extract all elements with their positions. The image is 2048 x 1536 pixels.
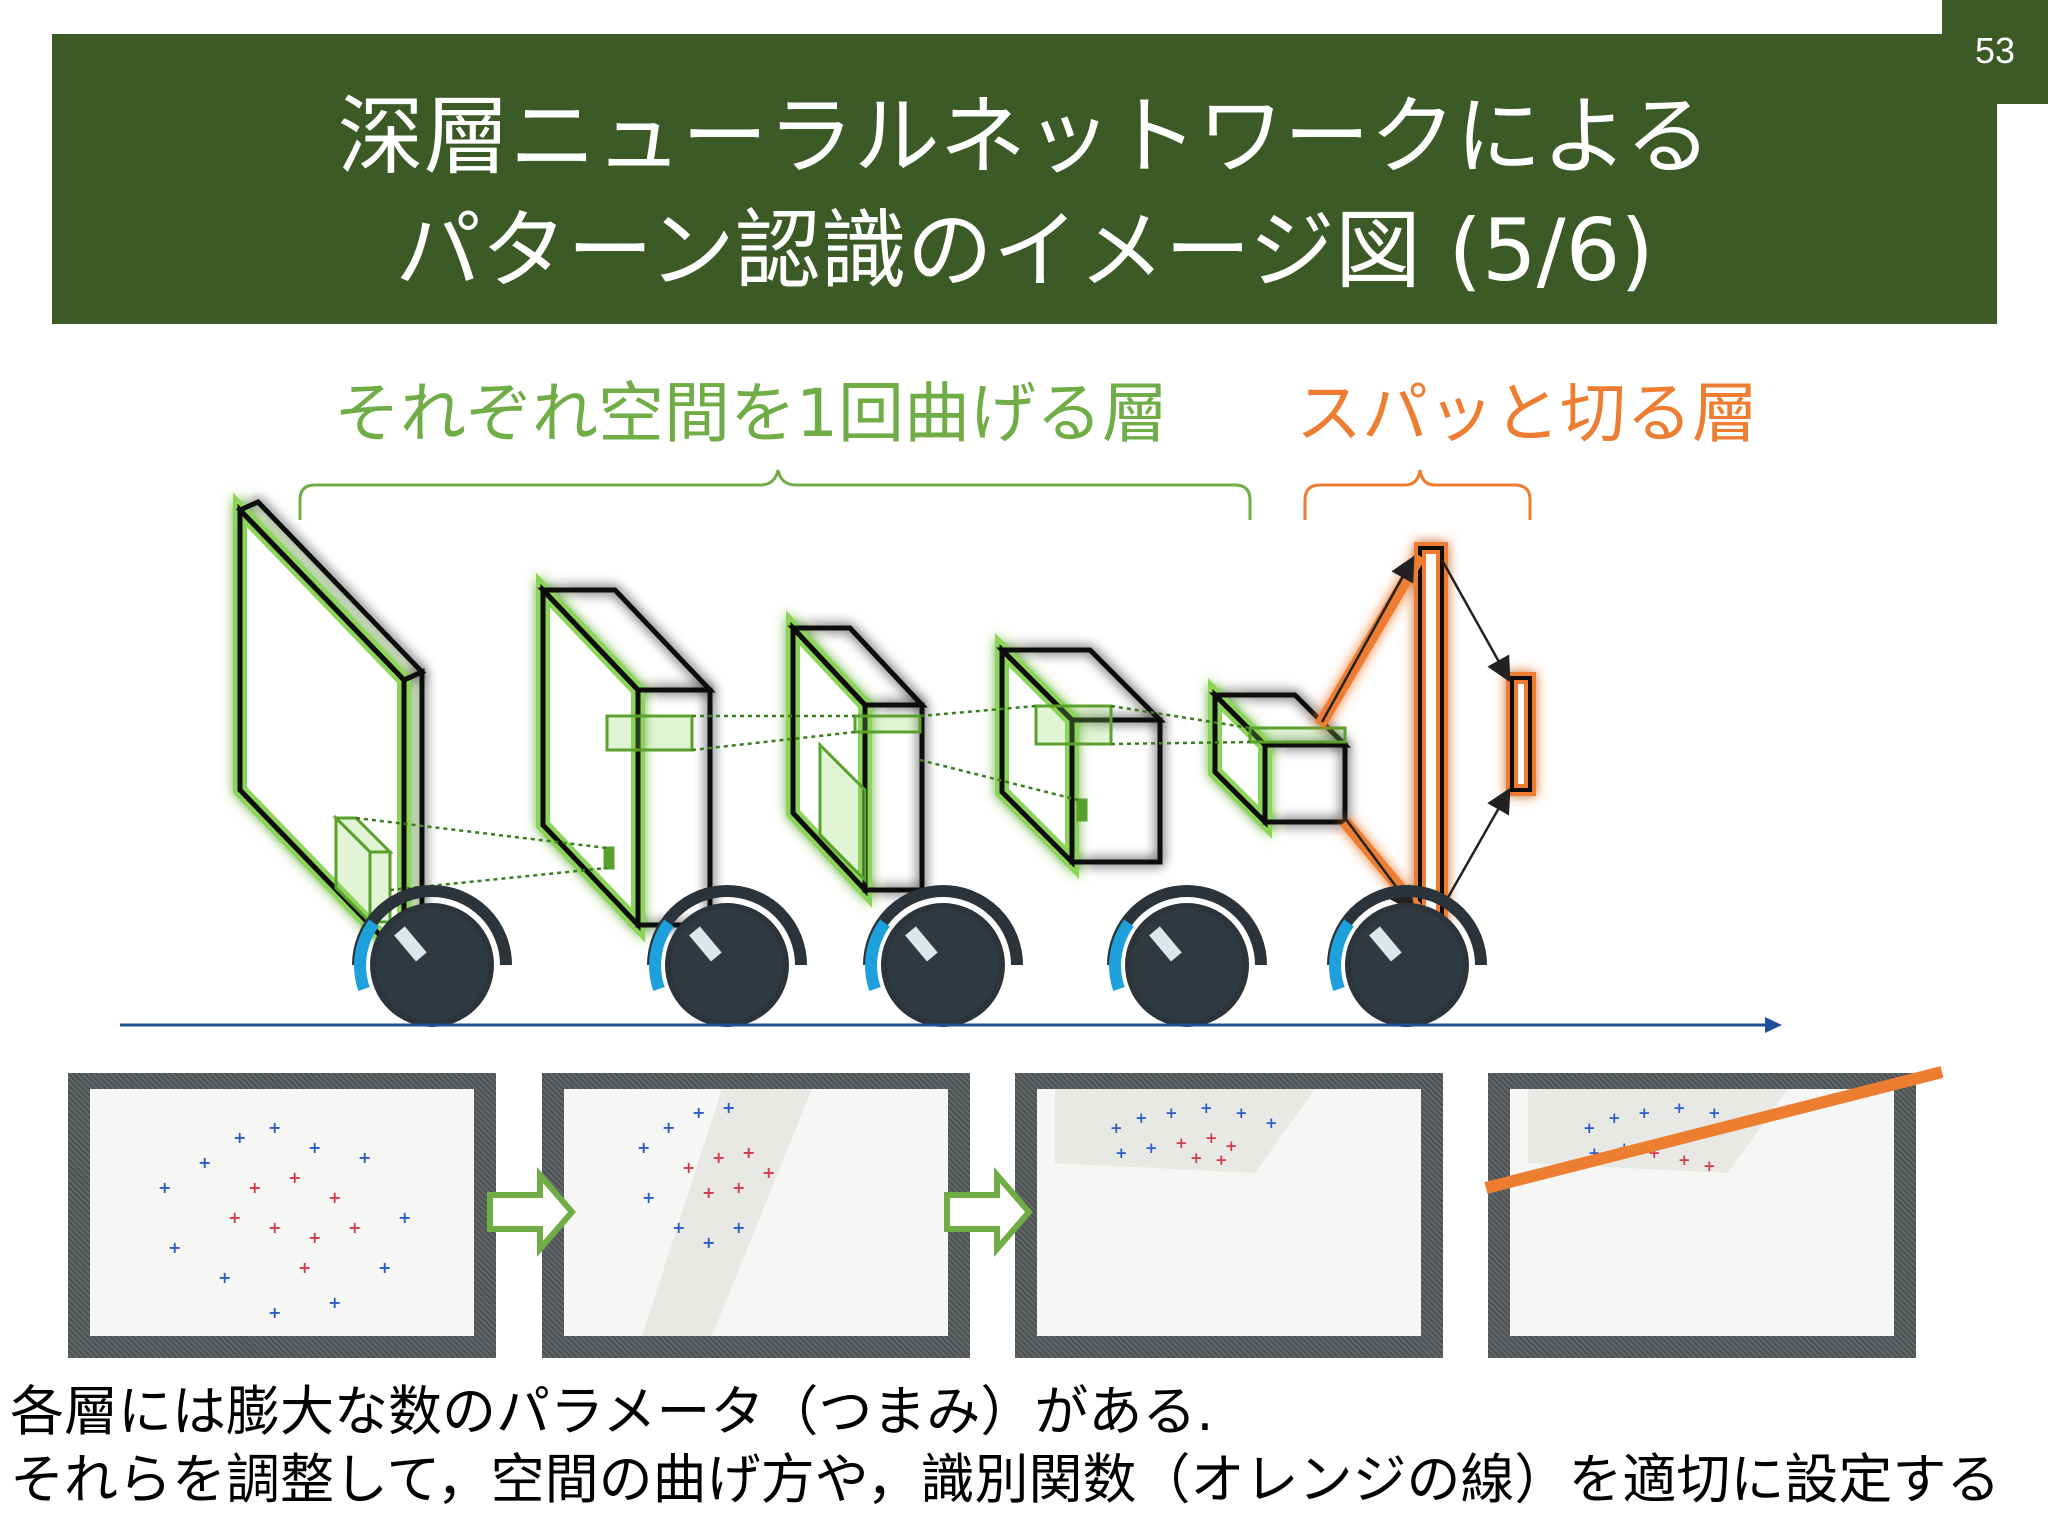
svg-text:+: +	[682, 1158, 695, 1177]
svg-text:+: +	[702, 1183, 715, 1202]
title-bar	[52, 34, 1997, 324]
svg-text:+: +	[358, 1148, 371, 1167]
svg-text:+: +	[218, 1268, 231, 1287]
svg-text:+: +	[1265, 1114, 1278, 1132]
svg-text:+: +	[1145, 1139, 1158, 1157]
paper-sheet	[90, 1089, 474, 1336]
green-brace	[298, 469, 1252, 520]
dial-knob-icon	[863, 885, 1023, 1027]
svg-text:+: +	[672, 1218, 685, 1237]
svg-text:+: +	[308, 1228, 321, 1247]
svg-text:+: +	[328, 1188, 341, 1207]
photo-step-3: +++ +++ ++ +++ ++	[1015, 1073, 1443, 1358]
connection-lines	[355, 704, 1251, 892]
dial-knob-icon	[352, 885, 512, 1027]
photo-step-1: + + + + + + + + + + + + + + + + + + + +	[68, 1073, 496, 1358]
svg-text:+: +	[1115, 1144, 1128, 1162]
svg-text:+: +	[1703, 1157, 1716, 1175]
photo-step-2: + + + + + + + + + + + + + +	[542, 1073, 970, 1358]
svg-text:+: +	[732, 1178, 745, 1197]
bend-layers-label: それぞれ空間を1回曲げる層	[334, 375, 1168, 452]
dial-knob-icon	[1327, 885, 1487, 1027]
svg-text:+: +	[1673, 1099, 1686, 1117]
svg-text:+: +	[1215, 1151, 1228, 1169]
svg-text:+: +	[722, 1098, 735, 1117]
right-arrow-icon	[487, 1166, 576, 1258]
svg-text:+: +	[1708, 1104, 1721, 1122]
svg-text:+: +	[1110, 1119, 1123, 1137]
svg-text:+: +	[692, 1103, 705, 1122]
scatter-marks: +++ +++ ++ +++ ++	[1055, 1089, 1315, 1173]
svg-text:+: +	[378, 1258, 391, 1277]
svg-text:+: +	[268, 1303, 281, 1322]
scatter-marks: + + + + + + + + + + + + + + + + + + + +	[158, 1118, 411, 1322]
svg-text:+: +	[1135, 1109, 1148, 1127]
axis-arrow	[120, 1017, 1782, 1033]
layer-4	[995, 633, 1167, 879]
svg-text:+: +	[662, 1118, 675, 1137]
svg-text:+: +	[308, 1138, 321, 1157]
svg-text:+: +	[1638, 1104, 1651, 1122]
page-number: 53	[1974, 30, 2016, 71]
svg-text:+: +	[1175, 1134, 1188, 1152]
svg-text:+: +	[1225, 1137, 1238, 1155]
svg-text:+: +	[158, 1178, 171, 1197]
slide-title-line2: パターン認識のイメージ図 (5/6)	[395, 201, 1654, 301]
page-number-tab	[1942, 0, 2048, 104]
svg-text:+: +	[762, 1163, 775, 1182]
svg-text:+: +	[1608, 1109, 1621, 1127]
slide-title-line1: 深層ニューラルネットワークによる	[337, 87, 1712, 187]
svg-text:+: +	[712, 1148, 725, 1167]
cut-layer-label: スパッと切る層	[1296, 375, 1758, 452]
svg-text:+: +	[233, 1128, 246, 1147]
svg-text:+: +	[1165, 1104, 1178, 1122]
svg-text:+: +	[1583, 1119, 1596, 1137]
svg-text:+: +	[248, 1178, 261, 1197]
caption-line1: 各層には膨大な数のパラメータ（つまみ）がある.	[10, 1380, 1214, 1443]
svg-text:+: +	[742, 1143, 755, 1162]
svg-text:+: +	[702, 1233, 715, 1252]
caption: 各層には膨大な数のパラメータ（つまみ）がある. それらを調整して，空間の曲げ方や…	[10, 1378, 2000, 1514]
svg-text:+: +	[348, 1218, 361, 1237]
svg-text:+: +	[228, 1208, 241, 1227]
output-layer	[1314, 542, 1536, 926]
svg-text:+: +	[398, 1208, 411, 1227]
svg-text:+: +	[298, 1258, 311, 1277]
svg-text:+: +	[637, 1138, 650, 1157]
svg-text:+: +	[328, 1293, 341, 1312]
svg-text:+: +	[288, 1168, 301, 1187]
svg-text:+: +	[1190, 1149, 1203, 1167]
svg-text:+: +	[268, 1118, 281, 1137]
right-arrow-icon	[944, 1166, 1033, 1258]
scatter-marks: + + + + + + + + + + + + + +	[637, 1089, 812, 1336]
dials	[352, 885, 1487, 1027]
dial-knob-icon	[647, 885, 807, 1027]
caption-line2: それらを調整して，空間の曲げ方や，識別関数（オレンジの線）を適切に設定する	[10, 1448, 2001, 1511]
scatter-marks: +++ +++ ++ +++	[1528, 1089, 1788, 1175]
svg-text:+: +	[268, 1218, 281, 1237]
svg-text:+: +	[198, 1153, 211, 1172]
cut-line-icon	[1484, 1066, 1944, 1194]
dial-knob-icon	[1107, 885, 1267, 1027]
svg-text:+: +	[1678, 1151, 1691, 1169]
layer-2	[536, 572, 716, 943]
svg-text:+: +	[732, 1218, 745, 1237]
svg-text:+: +	[1200, 1099, 1213, 1117]
svg-text:+: +	[1235, 1104, 1248, 1122]
slide-title: 深層ニューラルネットワークによる パターン認識のイメージ図 (5/6)	[52, 80, 1997, 308]
orange-brace	[1303, 469, 1532, 520]
svg-text:+: +	[642, 1188, 655, 1207]
receptive-fields	[332, 704, 1347, 926]
svg-text:+: +	[168, 1238, 181, 1257]
svg-text:+: +	[1205, 1129, 1218, 1147]
